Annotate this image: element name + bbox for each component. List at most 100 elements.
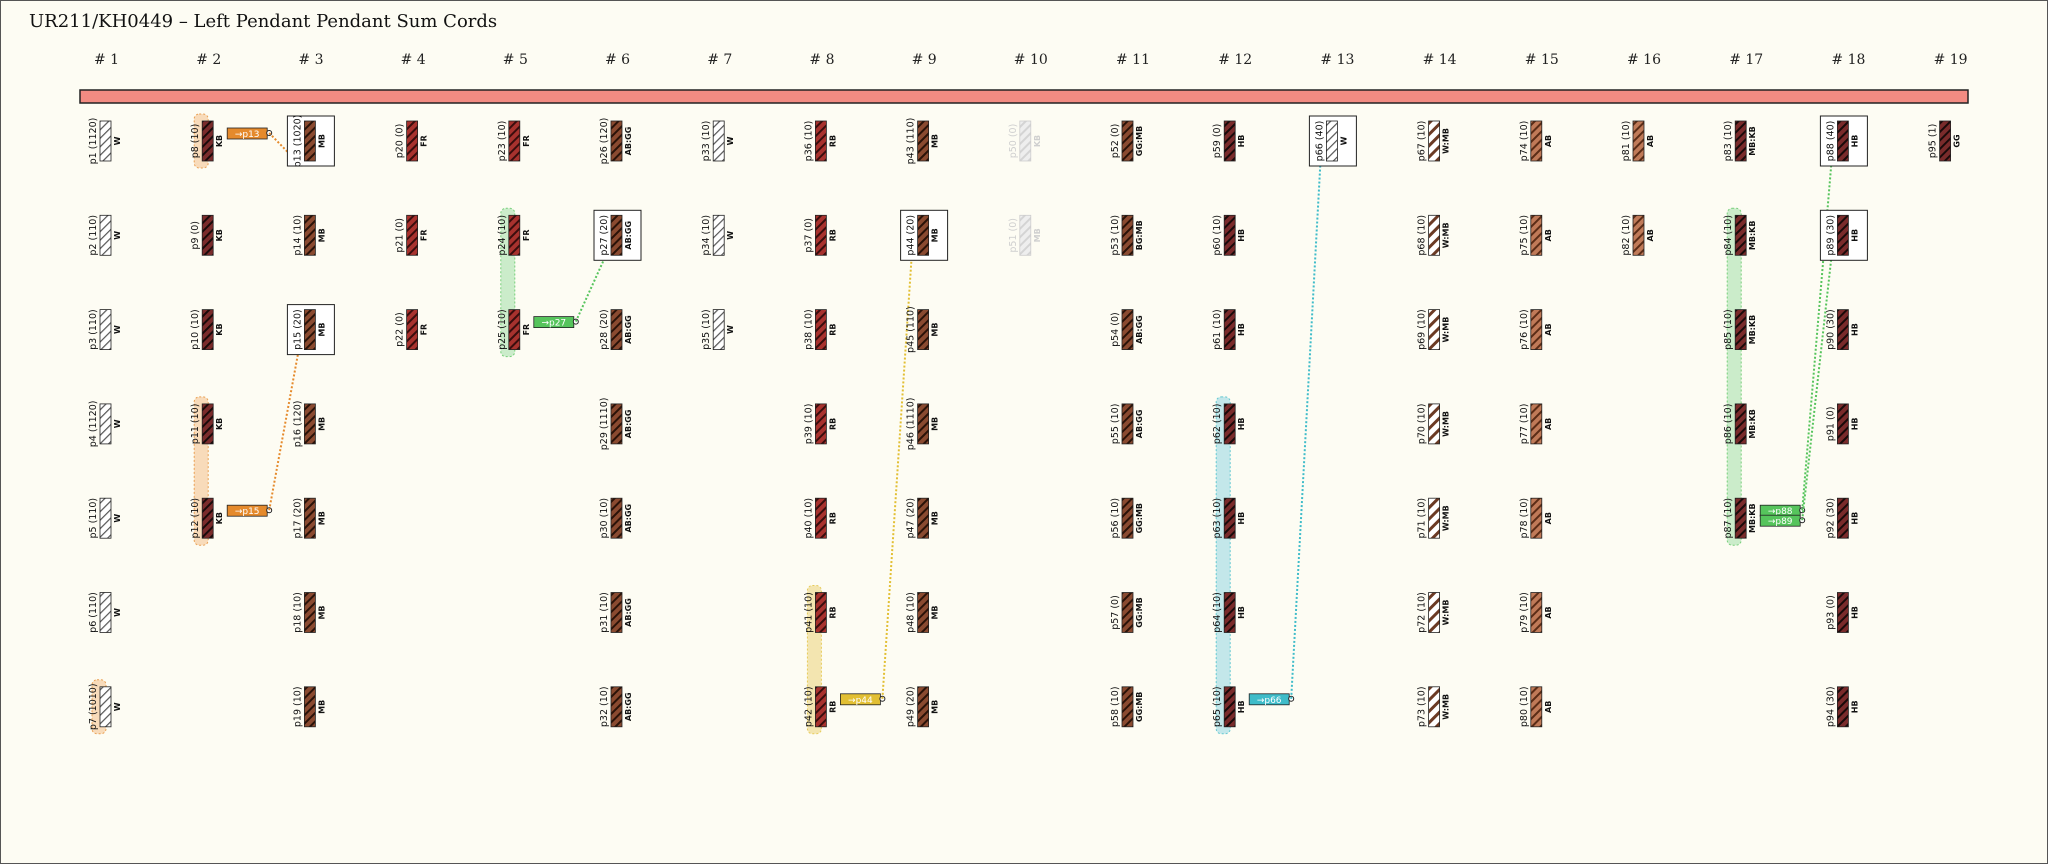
cord-label: p94 (30) bbox=[1825, 686, 1836, 727]
cord-swatch bbox=[1632, 120, 1645, 162]
pendant-cord: p35 (10)W bbox=[701, 309, 735, 351]
cord-label: p45 (110) bbox=[906, 306, 917, 353]
cord-color-code: W:MB bbox=[1442, 411, 1451, 437]
cord-color-code: GG bbox=[1953, 134, 1962, 147]
cord-color-code: AB:GG bbox=[624, 692, 633, 721]
pendant-cord: p70 (10)W:MB bbox=[1417, 403, 1451, 445]
cord-color-code: KB bbox=[215, 229, 224, 241]
cord-color-code: RB bbox=[828, 418, 837, 430]
cord-label: p95 (1) bbox=[1928, 124, 1939, 159]
pendant-cord: p68 (10)W:MB bbox=[1417, 214, 1451, 256]
cord-label: p16 (120) bbox=[292, 401, 303, 448]
cord-color-code: AB bbox=[1544, 135, 1553, 147]
pendant-cord: p88 (40)HB bbox=[1819, 115, 1868, 167]
column-header: # 11 bbox=[1116, 52, 1150, 68]
pendant-cord: p79 (10)AB bbox=[1519, 592, 1553, 633]
cord-color-code: HB bbox=[1850, 135, 1859, 148]
pendant-cord: p72 (10)W:MB bbox=[1417, 592, 1451, 633]
pendant-cord: p71 (10)W:MB bbox=[1417, 497, 1451, 539]
cord-color-code: AB:GG bbox=[624, 598, 633, 627]
cord-swatch bbox=[303, 309, 316, 351]
cord-color-code: AB bbox=[1646, 135, 1655, 147]
pendant-cord: p51 (0)MB bbox=[1008, 214, 1042, 256]
cord-swatch bbox=[1121, 309, 1134, 351]
cord-color-code: GG:MB bbox=[1135, 692, 1144, 722]
pendant-cord: p36 (10)RB bbox=[803, 120, 837, 162]
cord-swatch bbox=[1837, 309, 1849, 351]
cord-color-code: MB:KB bbox=[1748, 315, 1757, 345]
cord-label: p30 (10) bbox=[599, 498, 610, 539]
cord-color-code: AB bbox=[1544, 323, 1553, 335]
cord-label: p52 (0) bbox=[1110, 124, 1121, 159]
cord-label: p73 (10) bbox=[1417, 686, 1428, 727]
pendant-cord: p74 (10)AB bbox=[1519, 120, 1553, 162]
column-header: # 6 bbox=[605, 52, 630, 68]
cord-label: p47 (20) bbox=[906, 498, 917, 539]
pendant-cord: p29 (1110)AB:GG bbox=[599, 398, 633, 451]
cord-label: p55 (10) bbox=[1110, 404, 1121, 445]
cord-label: p15 (20) bbox=[292, 309, 303, 350]
cord-label: p17 (20) bbox=[292, 498, 303, 539]
cord-color-code: MB bbox=[317, 228, 326, 242]
pendant-cord: p19 (10)MB bbox=[292, 686, 326, 728]
cord-label: p42 (10) bbox=[803, 686, 814, 727]
cord-color-code: RB bbox=[828, 135, 837, 147]
cord-swatch bbox=[99, 120, 112, 162]
cord-label: p18 (10) bbox=[292, 592, 303, 633]
cord-color-code: RB bbox=[828, 606, 837, 618]
cord-label: p63 (10) bbox=[1212, 498, 1223, 539]
pendant-cord: p37 (0)RB bbox=[803, 214, 837, 256]
pendant-cord: p47 (20)MB bbox=[906, 497, 940, 539]
cord-swatch bbox=[99, 309, 112, 351]
cord-color-code: HB bbox=[1237, 700, 1246, 713]
pendant-cord: p65 (10)HB bbox=[1212, 686, 1246, 728]
pendant-cord: p33 (10)W bbox=[701, 120, 735, 162]
cord-swatch bbox=[1428, 686, 1440, 728]
source-tag-label: →p44 bbox=[848, 696, 873, 706]
cord-swatch bbox=[508, 309, 521, 351]
cord-swatch bbox=[1530, 403, 1543, 445]
cord-color-code: FR bbox=[522, 324, 531, 336]
column-header: # 3 bbox=[298, 52, 323, 68]
cord-label: p53 (10) bbox=[1110, 215, 1121, 256]
cord-label: p77 (10) bbox=[1519, 404, 1530, 445]
source-tag-label: →p15 bbox=[235, 507, 260, 517]
pendant-cord: p93 (0)HB bbox=[1825, 592, 1859, 633]
cord-swatch bbox=[610, 120, 623, 162]
cord-color-code: AB bbox=[1544, 606, 1553, 618]
cord-color-code: MB bbox=[317, 134, 326, 148]
column-header: # 17 bbox=[1729, 52, 1763, 68]
cord-color-code: HB bbox=[1850, 700, 1859, 713]
cord-label: p3 (110) bbox=[88, 309, 99, 350]
pendant-cord: p38 (10)RB bbox=[803, 309, 837, 351]
cord-color-code: AB bbox=[1544, 512, 1553, 524]
pendant-cord: p62 (10)HB bbox=[1212, 403, 1246, 445]
cord-color-code: AB bbox=[1544, 701, 1553, 713]
cord-label: p50 (0) bbox=[1008, 124, 1019, 159]
sum-group-highlight bbox=[1726, 207, 1742, 546]
cord-swatch bbox=[201, 309, 214, 351]
pendant-cord: p17 (20)MB bbox=[292, 497, 326, 539]
cord-color-code: FR bbox=[522, 135, 531, 147]
pendant-cord: p52 (0)GG:MB bbox=[1110, 120, 1144, 162]
cord-swatch bbox=[1734, 309, 1747, 351]
cord-swatch bbox=[917, 497, 929, 539]
sum-link-connector bbox=[268, 132, 300, 164]
pendant-cord: p48 (10)MB bbox=[906, 592, 940, 633]
cord-color-code: W bbox=[726, 325, 735, 334]
cord-color-code: W bbox=[113, 514, 122, 523]
cord-label: p28 (20) bbox=[599, 309, 610, 350]
pendant-cord: p26 (120)AB:GG bbox=[599, 118, 633, 165]
cord-color-code: W bbox=[113, 702, 122, 711]
cord-label: p8 (10) bbox=[190, 124, 201, 159]
column-header: # 7 bbox=[707, 52, 732, 68]
cord-color-code: HB bbox=[1237, 229, 1246, 242]
cord-color-code: AB bbox=[1544, 229, 1553, 241]
cord-swatch bbox=[1837, 403, 1849, 445]
cord-color-code: KB bbox=[215, 323, 224, 335]
cord-swatch bbox=[1223, 309, 1236, 351]
column-header: # 10 bbox=[1014, 52, 1048, 68]
main-cord bbox=[79, 89, 1969, 104]
pendant-cord: p50 (0)KB bbox=[1008, 120, 1042, 162]
